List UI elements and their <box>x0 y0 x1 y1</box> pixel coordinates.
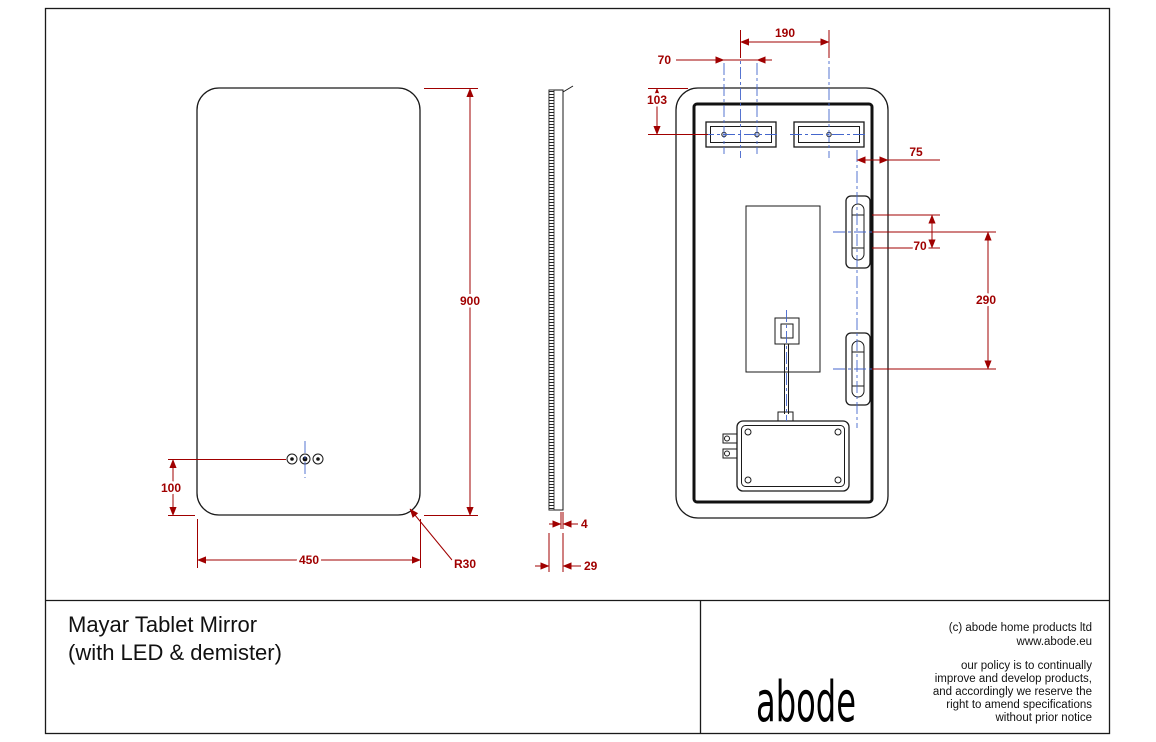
dim-label-bracket-hole-centres: 70 <box>913 239 927 253</box>
abode-logo: abode <box>756 670 856 735</box>
dimension-bracket-edge-offset: 75 <box>856 143 940 164</box>
cable-gland <box>774 317 800 422</box>
title-block: Mayar Tablet Mirror (with LED & demister… <box>68 612 1092 735</box>
dimension-bracket-centres: 290 <box>872 231 999 370</box>
dimension-corner-radius: R30 <box>409 508 479 574</box>
dimension-led-centres: 190 <box>740 24 830 58</box>
copyright-text: (c) abode home products ltd <box>949 622 1092 634</box>
policy-line-2: improve and develop products, <box>935 673 1092 685</box>
dimension-led-top-offset: 103 <box>644 88 708 135</box>
policy-line-4: right to amend specifications <box>946 699 1092 711</box>
dimension-glass-thickness: 4 <box>549 512 591 534</box>
led-strip-edge <box>548 89 555 511</box>
tablet-recess <box>745 205 821 373</box>
dimension-overall-depth: 29 <box>535 533 600 576</box>
junction-box <box>722 420 850 492</box>
policy-line-1: our policy is to continually <box>961 660 1092 672</box>
sheet-border <box>44 7 1111 735</box>
dim-label-led-centres: 190 <box>775 26 795 40</box>
product-title-line2: (with LED & demister) <box>68 640 282 665</box>
dim-label-led-top-offset: 103 <box>647 93 667 107</box>
dimension-front-width: 450 <box>197 519 421 570</box>
policy-line-5: without prior notice <box>994 712 1092 724</box>
rear-view: 190 70 103 75 70 <box>644 24 999 519</box>
dim-label-bracket-centres: 290 <box>976 293 996 307</box>
back-panel-frame <box>692 102 874 504</box>
product-title-line1: Mayar Tablet Mirror <box>68 612 257 637</box>
dim-label-bracket-edge-offset: 75 <box>909 145 923 159</box>
dimension-front-height: 900 <box>424 88 483 516</box>
dim-label-front-width: 450 <box>299 553 319 567</box>
dim-label-control-offset: 100 <box>161 481 181 495</box>
front-view: 900 450 100 R30 <box>158 87 483 574</box>
dim-label-glass-thickness: 4 <box>581 517 588 531</box>
dim-label-corner-radius: R30 <box>454 557 476 571</box>
dim-label-front-height: 900 <box>460 294 480 308</box>
dimension-control-offset: 100 <box>158 459 286 516</box>
touch-buttons <box>286 441 324 478</box>
side-view: 4 29 <box>535 85 600 576</box>
dimension-bracket-hole-centres: 70 <box>872 214 940 256</box>
dim-label-led-hole-centres: 70 <box>658 53 672 67</box>
website-text: www.abode.eu <box>1016 636 1092 648</box>
dimension-led-hole-centres: 70 <box>655 51 772 70</box>
dim-label-overall-depth: 29 <box>584 559 598 573</box>
policy-line-3: and accordingly we reserve the <box>933 686 1092 698</box>
